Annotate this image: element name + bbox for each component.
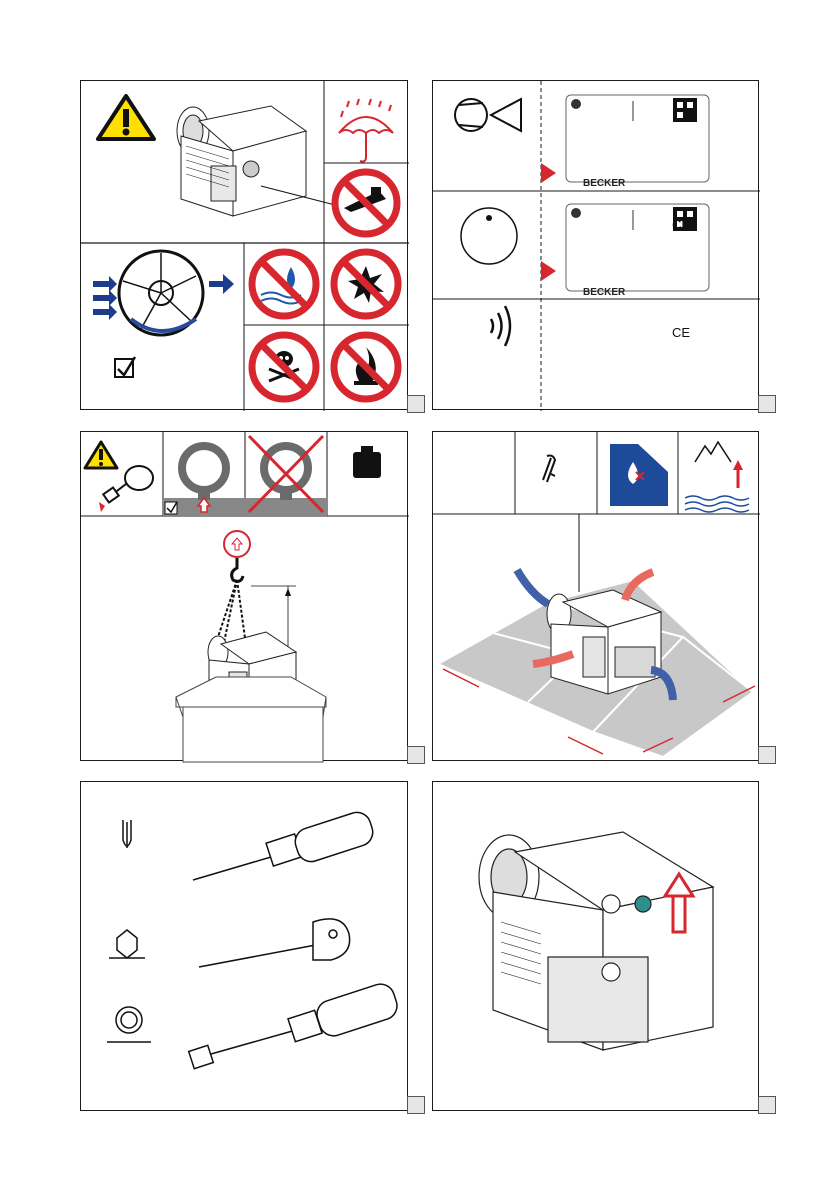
crane-lifting-illustration — [176, 531, 326, 762]
eyebolt-wrong-icon — [245, 436, 327, 516]
phillips-screwdriver-icon — [193, 809, 376, 880]
no-cutting-tool-icon — [335, 172, 397, 234]
panel-number-box — [758, 1096, 776, 1114]
pump-illustration — [177, 106, 339, 216]
socket-icon — [107, 1007, 151, 1042]
no-explosive-icon — [334, 252, 398, 316]
nameplate-2-brand: BECKER — [583, 287, 625, 298]
panel-number-box — [407, 1096, 425, 1114]
tools-drawing — [81, 782, 409, 1112]
no-flammable-icon — [334, 335, 398, 399]
weight-icon — [353, 446, 381, 478]
phillips-bit-icon — [123, 820, 131, 848]
panel-number-box — [407, 395, 425, 413]
panel-number-box — [758, 746, 776, 764]
identification-drawing — [433, 81, 760, 411]
warning-triangle-icon — [85, 442, 117, 468]
plug-removal-panel — [432, 781, 759, 1111]
installation-conditions-panel — [432, 431, 759, 761]
socket-screwdriver-icon — [189, 981, 401, 1069]
lifting-drawing — [81, 432, 409, 762]
plug-removal-drawing — [433, 782, 760, 1112]
eyebolt-correct-icon — [163, 446, 245, 516]
nameplate-1 — [541, 95, 709, 183]
sound-emission-icon — [491, 306, 510, 346]
rotor-flow-schematic — [93, 251, 234, 335]
nameplate-1-brand: BECKER — [583, 178, 625, 189]
nameplate-2-ce: CE — [672, 325, 690, 340]
warning-triangle-icon — [98, 96, 154, 139]
no-toxic-icon — [252, 335, 316, 399]
pump-illustration — [479, 832, 713, 1050]
pump-symbol-icon — [455, 99, 521, 131]
hex-key-icon — [109, 930, 145, 958]
nameplate-1-ce: CE — [672, 217, 690, 232]
eyebolt-broken-icon — [99, 466, 153, 512]
lifting-panel — [80, 431, 408, 761]
dial-symbol-icon — [461, 208, 517, 264]
t-handle-key-icon — [199, 919, 350, 967]
pump-illustration — [547, 590, 661, 694]
no-moisture-icon — [610, 444, 668, 506]
identification-panel: BECKER CE BECKER CE — [432, 80, 759, 410]
panel-number-box — [407, 746, 425, 764]
keep-dry-umbrella-icon — [339, 99, 393, 162]
checkbox-icon — [115, 357, 135, 377]
installation-drawing — [433, 432, 760, 762]
panel-number-box — [758, 395, 776, 413]
safety-overview-panel — [80, 80, 408, 410]
no-liquids-icon — [252, 252, 316, 316]
altitude-icon — [685, 442, 749, 512]
tools-panel — [80, 781, 408, 1111]
thermometer-icon — [543, 456, 555, 483]
safety-overview-drawing — [81, 81, 409, 411]
